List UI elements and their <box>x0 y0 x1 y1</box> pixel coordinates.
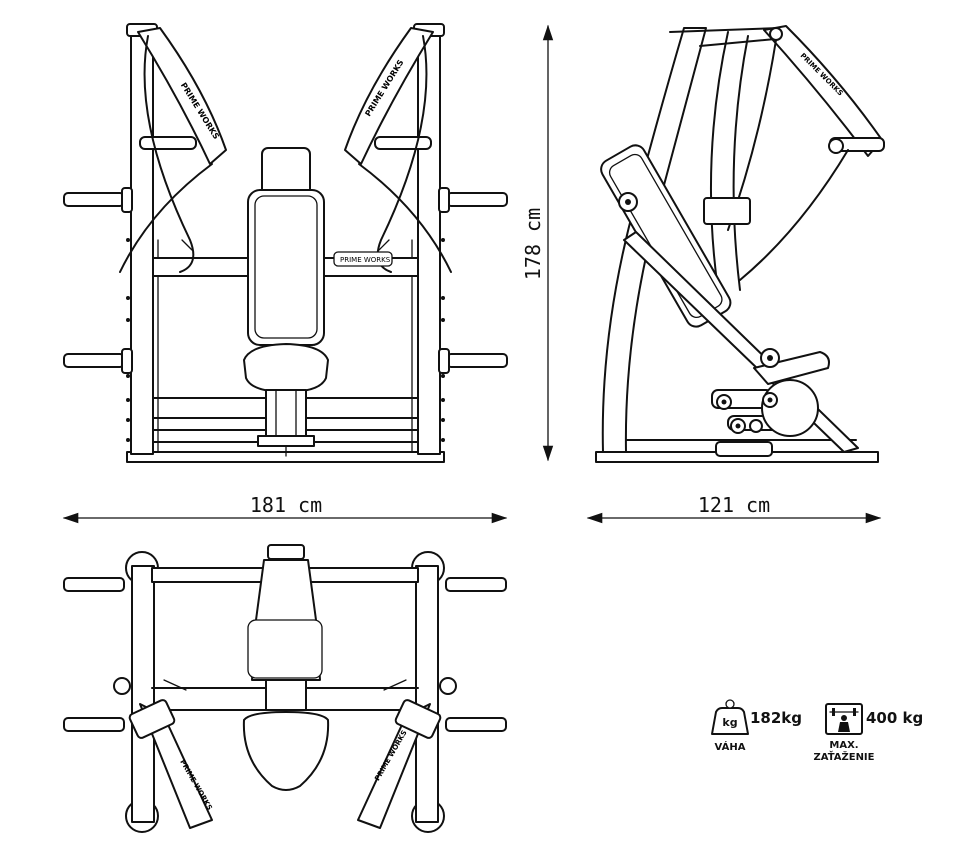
spec-max-load: 400 kg MAX. ZAŤAŽENIE <box>813 703 923 763</box>
width-dimension-label: 181 cm <box>250 493 322 517</box>
max-load-label-line2: ZAŤAŽENIE <box>813 750 874 763</box>
height-dimension-label: 178 cm <box>521 208 545 280</box>
side-view-drawing: PRIME WORKS <box>595 25 885 463</box>
max-load-value: 400 kg <box>866 709 923 727</box>
front-view-drawing: PRIME WORKS PRIME WORKS PRIME WORKS <box>63 23 508 463</box>
weight-kg-icon <box>711 699 749 735</box>
svg-text:PRIME WORKS: PRIME WORKS <box>340 256 391 264</box>
barbell-load-icon <box>825 703 863 735</box>
max-load-label-line1: MAX. <box>829 740 858 751</box>
dimension-lines <box>62 24 882 524</box>
weight-value: 182kg <box>750 709 802 727</box>
spec-weight: kg 182kg VÁHA <box>711 699 802 753</box>
top-view-drawing: PRIME WORKS PRIME WORKS <box>63 544 507 833</box>
weight-label: VÁHA <box>715 740 746 753</box>
depth-dimension-label: 121 cm <box>698 493 770 517</box>
weight-icon-text: kg <box>722 716 737 729</box>
